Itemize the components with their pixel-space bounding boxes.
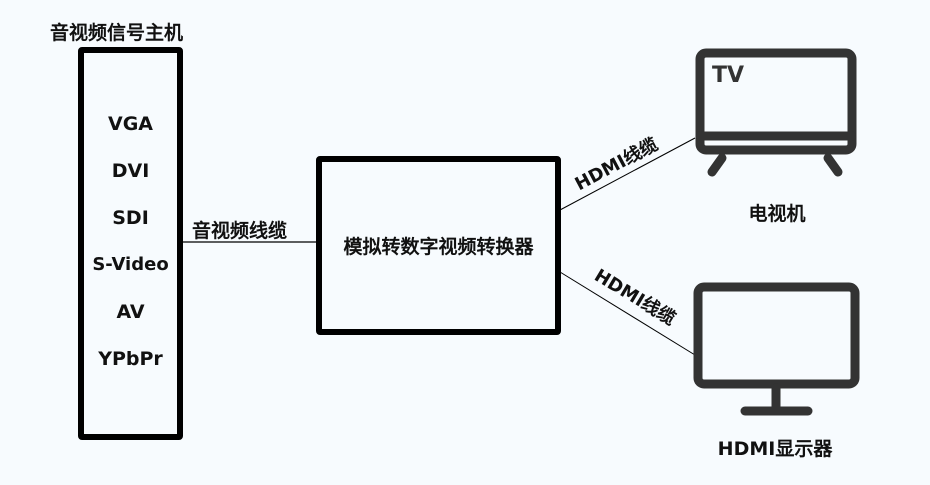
signal-ypbpr: YPbPr (98, 348, 163, 370)
svg-text:TV: TV (712, 63, 744, 88)
signal-sdi: SDI (112, 207, 149, 229)
signal-av: AV (116, 301, 145, 323)
signal-vga: VGA (107, 113, 153, 135)
host-title: 音视频信号主机 (50, 22, 184, 44)
monitor-icon (693, 282, 860, 416)
tv-icon (695, 48, 857, 177)
av-cable-label: 音视频线缆 (192, 220, 288, 242)
signal-dvi: DVI (111, 160, 150, 182)
converter-box: 模拟转数字视频转换器 (316, 156, 561, 335)
signal-svideo: S-Video (92, 254, 169, 275)
converter-label: 模拟转数字视频转换器 (343, 236, 534, 258)
tv-label: 电视机 (748, 203, 806, 225)
monitor-label: HDMI显示器 (717, 438, 833, 460)
signal-host-box: VGA DVI SDI S-Video AV YPbPr (78, 47, 183, 440)
